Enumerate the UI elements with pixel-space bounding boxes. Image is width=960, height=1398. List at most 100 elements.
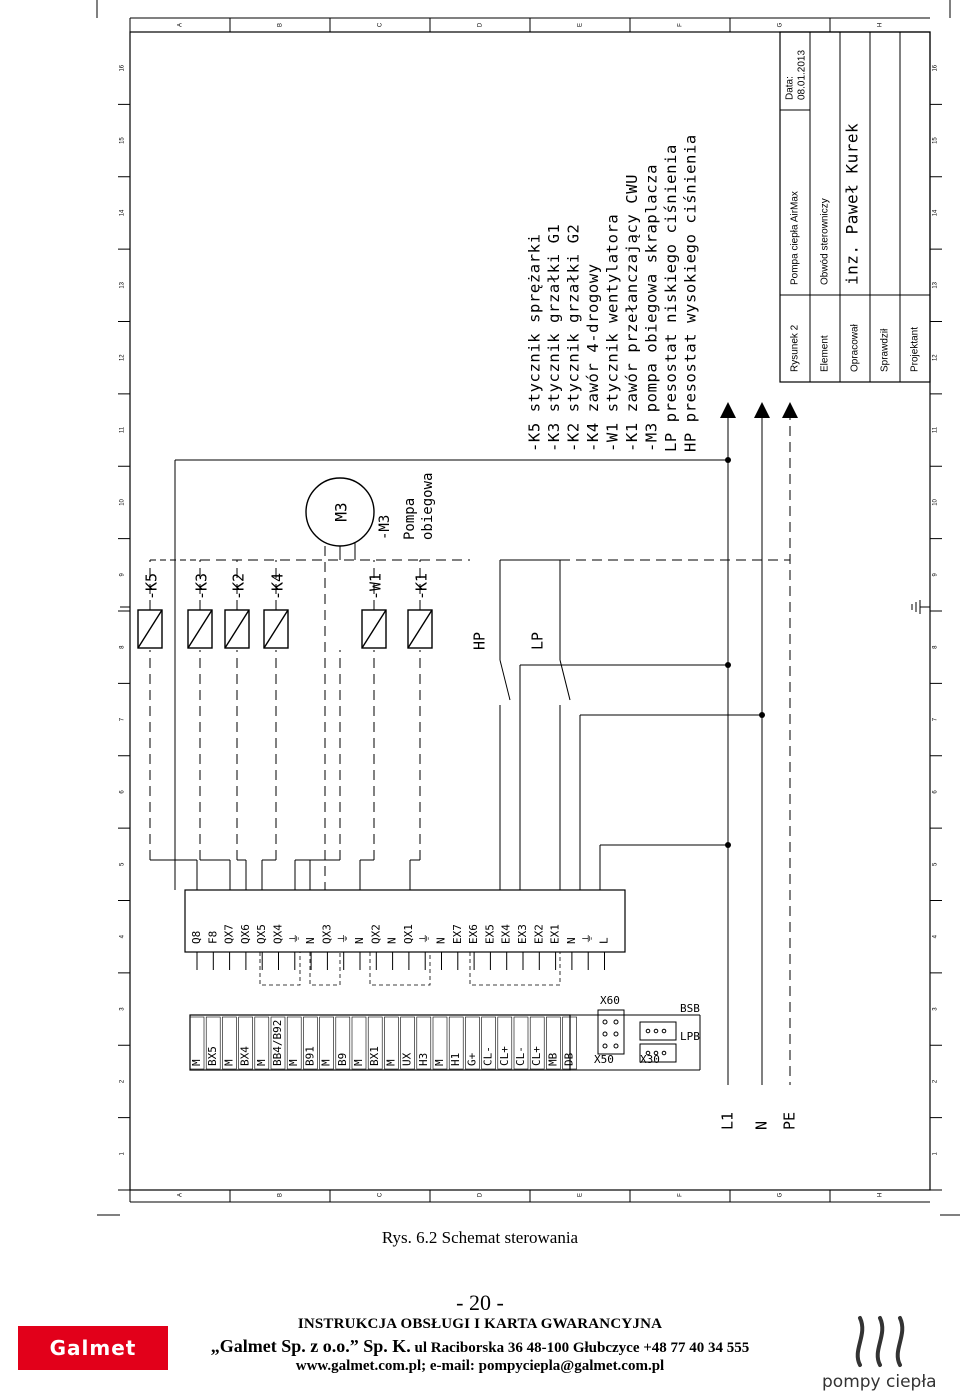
column-number: 14 [933,209,939,216]
motor-symbol: M3 [332,502,351,521]
column-number: 8 [120,645,126,649]
legend: -K5 stycznik sprężarki-K3 stycznik grzał… [526,134,700,452]
row-letter: H [878,23,884,27]
right-terminal-label: QX2 [369,924,382,944]
relay-coils: -K5-K3-K2-K4-W1-K1 [137,573,433,649]
legend-entry: -M3 pompa obiegowa skraplacza [643,164,661,452]
x60-label: X60 [600,994,620,1007]
right-terminal-label: N [565,937,578,944]
left-terminal-label: M [384,1059,397,1066]
motor-label-line2: obiegowa [420,473,436,540]
column-number: 9 [933,572,939,576]
column-number: 3 [933,1007,939,1011]
left-terminal-cell [254,1016,270,1070]
left-terminal-label: BB4/B92 [271,1020,284,1066]
column-number: 16 [120,64,126,71]
connector-pin [613,1043,619,1049]
column-number: 12 [120,354,126,361]
left-terminal-label: BX4 [239,1046,252,1066]
switch-contact [499,659,511,701]
title-projektant-label: Projektant [910,327,921,372]
left-terminal-cell [238,1016,253,1070]
column-number: 16 [933,64,939,71]
internal-link [369,952,431,986]
connector-pin [645,1028,651,1034]
internal-link [259,952,301,986]
left-terminal-label: G+ [465,1052,478,1066]
relay-coil-diagonal [407,609,433,649]
row-letter: H [878,1193,884,1197]
connector-pin [602,1019,608,1025]
column-number: 12 [933,354,939,361]
title-opracowal-value: inz. Paweł Kurek [843,123,862,285]
relay-coil-diagonal [263,609,289,649]
left-terminal-cell [400,1016,415,1070]
right-terminal-label: N [435,937,448,944]
right-terminal-label: ⏚ [581,933,594,944]
left-terminal-label: MB [546,1052,559,1066]
left-terminal-cell [270,1016,286,1070]
title-element-value: Obwód sterowniczy [820,198,831,285]
hp-switch-label: HP [471,632,489,650]
right-terminal-label: F8 [206,931,219,944]
left-terminal-label: M [190,1059,203,1066]
left-terminal-cell [513,1016,529,1070]
row-letter: F [678,1193,684,1197]
left-terminal-label: BX5 [206,1046,219,1066]
connector-pin [653,1050,659,1056]
row-letter: G [778,22,784,27]
relay-label: -K4 [269,573,287,600]
column-number: 15 [933,137,939,144]
row-letter: E [578,1193,584,1197]
heat-waves-icon [855,1316,905,1367]
column-number: 8 [933,645,939,649]
column-number: 7 [120,717,126,721]
column-number: 1 [933,1151,939,1155]
legend-entry: LP presostat niskiego ciśnienia [662,144,680,452]
column-number: 7 [933,717,939,721]
row-letter: G [778,1192,784,1197]
lpb-label: LPB [680,1030,700,1043]
column-number: 5 [933,862,939,866]
connector-pin [661,1028,667,1034]
row-letter: C [378,22,384,27]
column-number: 6 [933,790,939,794]
legend-entry: -K3 stycznik grzałki G1 [545,224,563,452]
row-letter: F [678,23,684,27]
connector-pin [613,1019,619,1025]
internal-link [469,952,561,986]
left-terminal-label: B91 [303,1046,316,1066]
left-terminal-label: CL- [514,1046,527,1066]
right-terminal-label: QX1 [402,924,415,944]
row-letter: D [478,1192,484,1197]
row-letter: A [178,23,184,27]
power-input-label: N [753,1121,771,1130]
supply-arrow [720,402,736,418]
left-terminal-cell [351,1016,367,1070]
left-terminal-label: CL- [482,1046,495,1066]
footer-web-line: www.galmet.com.pl; e-mail: pompyciepla@g… [295,1358,665,1374]
column-number: 14 [120,209,126,216]
column-number: 5 [120,862,126,866]
switch-contact [559,659,571,701]
column-number: 4 [933,934,939,938]
connector-pin [602,1043,608,1049]
row-letter: A [178,1193,184,1197]
relay-label: -K5 [143,573,161,600]
left-terminal-label: M [255,1059,268,1066]
right-terminal-label: QX4 [272,924,285,944]
right-terminal-label: EX4 [500,924,513,944]
connector-pin [653,1028,659,1034]
legend-entry: -K1 zawór przełanczający CWU [623,174,641,452]
relay-coil-diagonal [361,609,387,649]
column-number: 10 [933,498,939,505]
right-terminal-label: L [598,937,611,944]
supply-arrow [782,402,798,418]
right-terminal-label: ⏚ [337,933,350,944]
column-number: 15 [120,137,126,144]
left-terminal-label: M [222,1059,235,1066]
footer-company-line: „Galmet Sp. z o.o.” Sp. K. ul Raciborska… [0,1336,960,1357]
left-terminal-cell [335,1016,351,1070]
